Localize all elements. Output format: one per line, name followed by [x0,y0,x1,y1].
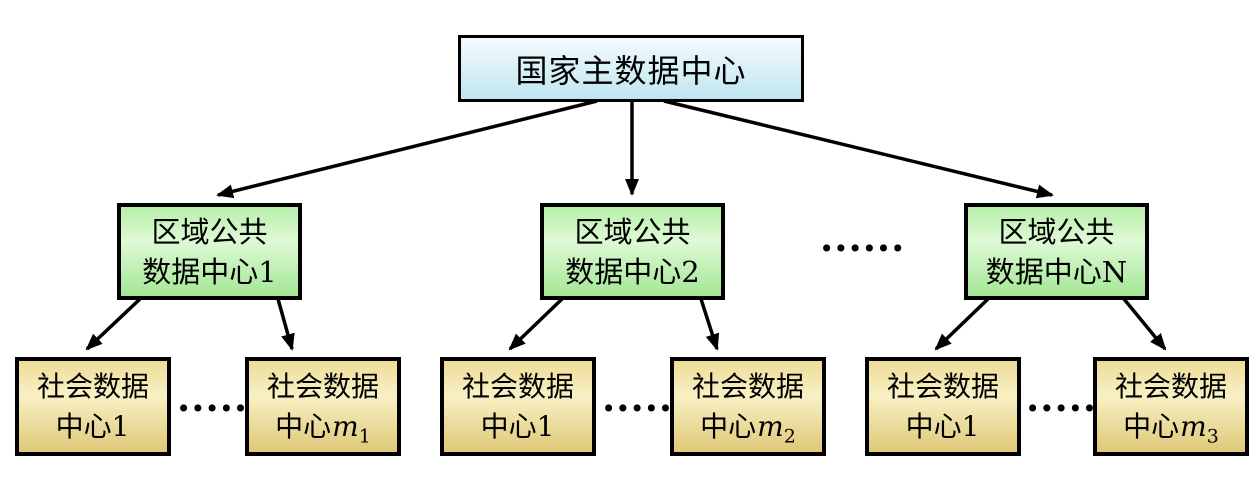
social-data-center-2-m2-box: 社会数据 中心m2 [670,357,826,456]
math-subscript: 3 [1206,425,1219,448]
label-text: 中心 [905,409,962,443]
regional-public-data-center-2-box: 区域公共 数据中心2 [540,203,725,300]
national-main-data-center-box: 国家主数据中心 [458,35,804,102]
math-variable [129,410,130,443]
box-label-line1: 社会数据 [691,369,804,403]
math-subscript: 2 [783,425,796,448]
box-label-line1: 区域公共 [574,214,691,249]
box-label-line1: 社会数据 [266,369,379,403]
box-label-line1: 社会数据 [36,369,149,403]
box-label-line1: 社会数据 [1114,369,1227,403]
box-label: 国家主数据中心 [515,51,747,90]
social-data-center-n-1-box: 社会数据 中心1 [865,357,1021,456]
label-number: 1 [536,409,555,443]
box-label-line2: 中心m3 [1123,407,1219,447]
label-text: 中心 [480,409,537,443]
social-data-center-2-1-box: 社会数据 中心1 [440,357,596,456]
social-data-center-1-m1-box: 社会数据 中心m1 [245,357,401,456]
ellipsis-regional: ...... [820,215,906,260]
box-label-line2: 数据中心1 [142,254,277,289]
box-label-line1: 社会数据 [461,369,574,403]
math-variable: m [1180,409,1207,443]
label-text: 中心 [275,409,332,443]
math-subscript: 1 [358,425,371,448]
box-label-line2: 中心1 [481,407,556,447]
social-data-center-1-1-box: 社会数据 中心1 [15,357,171,456]
label-text: 中心 [55,409,112,443]
social-data-center-n-m3-box: 社会数据 中心m3 [1093,357,1249,456]
math-variable [979,410,980,443]
label-number: 1 [111,409,130,443]
regional-public-data-center-n-box: 区域公共 数据中心N [964,203,1149,300]
math-variable: m [757,409,784,443]
box-label-line2: 数据中心2 [565,254,700,289]
box-label-line2: 中心m1 [275,407,371,447]
box-label-line2: 数据中心N [985,254,1128,289]
box-label-line1: 区域公共 [998,214,1115,249]
box-label-line2: 中心1 [906,407,981,447]
box-label-line2: 中心m2 [700,407,796,447]
box-label-line2: 中心1 [56,407,131,447]
label-text: 中心 [1123,409,1180,443]
label-number: 1 [961,409,980,443]
regional-public-data-center-1-box: 区域公共 数据中心1 [117,203,302,300]
math-variable [554,410,555,443]
box-label-line1: 区域公共 [151,214,268,249]
box-label-line1: 社会数据 [886,369,999,403]
label-text: 中心 [700,409,757,443]
math-variable: m [332,409,359,443]
